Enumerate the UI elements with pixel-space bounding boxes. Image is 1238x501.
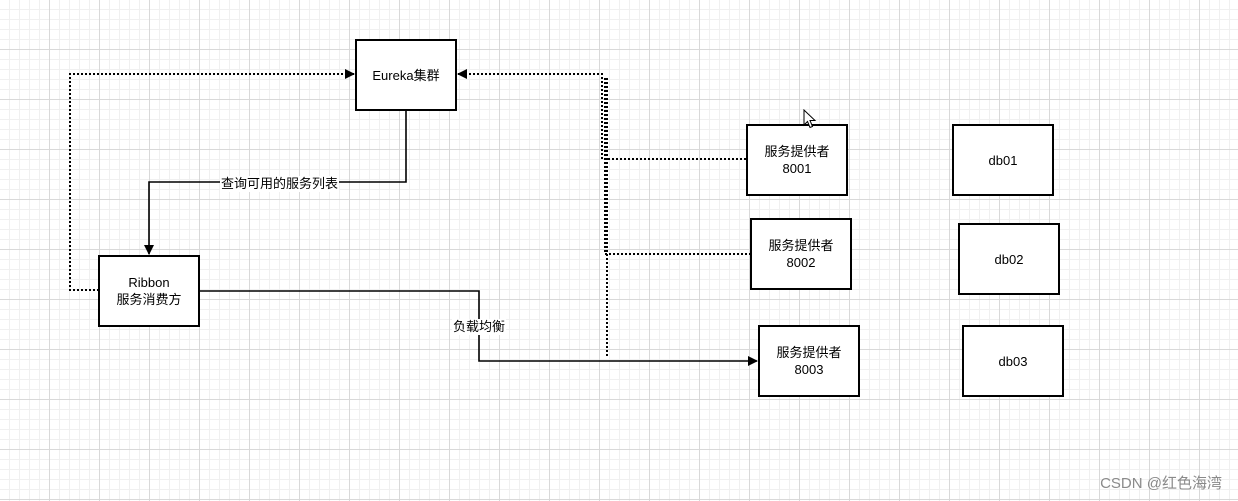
provider-8002-port: 8002 — [786, 255, 816, 270]
load-balance-label: 负载均衡 — [452, 319, 507, 335]
provider2-to-eureka-dotted-connector — [604, 76, 751, 255]
query-service-list-label: 查询可用的服务列表 — [220, 176, 340, 192]
provider-8002-node: 服务提供者 8002 — [750, 218, 852, 290]
provider-8001-port: 8001 — [782, 161, 812, 176]
eureka-cluster-node: Eureka集群 — [355, 39, 457, 111]
ribbon-consumer-node: Ribbon 服务消费方 — [98, 255, 200, 327]
provider-8003-node: 服务提供者 8003 — [758, 325, 860, 397]
provider-8001-node: 服务提供者 8001 — [746, 124, 848, 196]
db03-node: db03 — [962, 325, 1064, 397]
db01-node: db01 — [952, 124, 1054, 196]
provider-8003-title: 服务提供者 — [776, 345, 842, 360]
db02-label: db02 — [994, 251, 1024, 267]
provider-8002-title: 服务提供者 — [768, 238, 834, 253]
eureka-cluster-label: Eureka集群 — [372, 67, 440, 83]
db03-label: db03 — [998, 353, 1028, 369]
db02-node: db02 — [958, 223, 1060, 295]
provider-8001-title: 服务提供者 — [764, 144, 830, 159]
mouse-cursor-icon — [803, 109, 817, 129]
consumer-label: 服务消费方 — [116, 292, 182, 307]
ribbon-label: Ribbon — [128, 275, 170, 290]
provider1-to-eureka-dotted-connector — [457, 69, 746, 160]
db01-label: db01 — [988, 152, 1018, 168]
ribbon-to-eureka-dotted-connector — [69, 69, 355, 291]
provider-8003-port: 8003 — [794, 362, 824, 377]
watermark: CSDN @红色海湾 — [1100, 475, 1222, 492]
